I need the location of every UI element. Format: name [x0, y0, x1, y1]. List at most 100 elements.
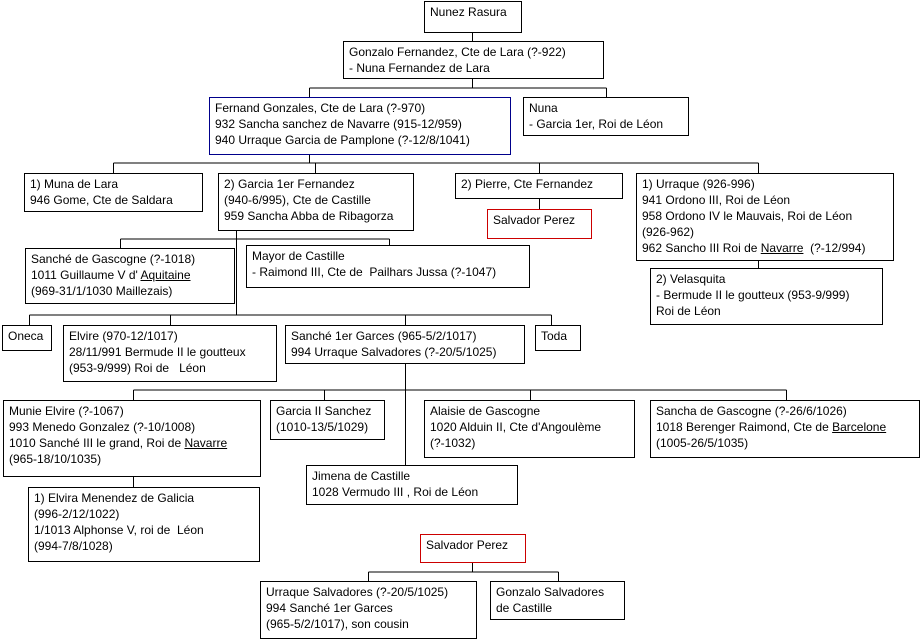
- person-text-line: 994 Sanché 1er Garces: [266, 600, 471, 616]
- person-text-line: (1010-13/5/1029): [276, 419, 379, 435]
- place-link[interactable]: Aquitaine: [140, 268, 191, 282]
- person-text: 993 Menedo Gonzalez (?-10/1008): [9, 420, 196, 434]
- person-salvador-perez-1[interactable]: Salvador Perez: [487, 209, 592, 239]
- person-text: - Nuna Fernandez de Lara: [349, 61, 490, 75]
- person-text: 1010 Sanché III le grand, Roi de: [9, 436, 185, 450]
- person-elvire[interactable]: Elvire (970-12/1017)28/11/991 Bermude II…: [63, 325, 277, 382]
- person-urraque[interactable]: 1) Urraque (926-996)941 Ordono III, Roi …: [636, 173, 894, 261]
- person-text: (926-962): [642, 225, 695, 239]
- person-text-line: Sanché de Gascogne (?-1018): [31, 251, 229, 267]
- person-text-line: 946 Gome, Cte de Saldara: [30, 192, 197, 208]
- person-pierre-cte-fernandez[interactable]: 2) Pierre, Cte Fernandez: [455, 173, 623, 199]
- person-text: 1011 Guillaume V d': [31, 268, 141, 282]
- person-fernand-gonzales[interactable]: Fernand Gonzales, Cte de Lara (?-970)932…: [209, 97, 511, 155]
- place-link[interactable]: Barcelone: [832, 420, 887, 434]
- person-text-line: 1010 Sanché III le grand, Roi de Navarre: [9, 435, 255, 451]
- person-text: Nunez Rasura: [430, 5, 507, 19]
- place-link[interactable]: Navarre: [184, 436, 228, 450]
- person-text-line: (1005-26/5/1035): [656, 435, 914, 451]
- person-text-line: Urraque Salvadores (?-20/5/1025): [266, 584, 471, 600]
- person-text: Alaisie de Gascogne: [430, 404, 541, 418]
- person-text: 28/11/991 Bermude II le goutteux: [69, 345, 246, 359]
- person-text-line: Munie Elvire (?-1067): [9, 403, 255, 419]
- person-text-line: 941 Ordono III, Roi de Léon: [642, 192, 888, 208]
- person-text: 2) Pierre, Cte Fernandez: [461, 177, 594, 191]
- person-text: Sancha de Gascogne (?-26/6/1026): [656, 404, 847, 418]
- person-gonzalo-fernandez[interactable]: Gonzalo Fernandez, Cte de Lara (?-922) - …: [343, 41, 604, 79]
- person-text-line: 2) Pierre, Cte Fernandez: [461, 176, 617, 192]
- person-text: 1) Elvira Menendez de Galicia: [34, 491, 195, 505]
- person-urraque-salvadores[interactable]: Urraque Salvadores (?-20/5/1025)994 Sanc…: [260, 581, 477, 639]
- person-text: (996-2/12/1022): [34, 507, 120, 521]
- person-text: Oneca: [8, 329, 44, 343]
- person-text: (965-5/2/1017), son cousin: [266, 617, 409, 631]
- person-salvador-perez-2[interactable]: Salvador Perez: [420, 534, 526, 563]
- person-text-line: 1020 Alduin II, Cte d'Angoulème: [430, 419, 629, 435]
- person-elvira-menendez[interactable]: 1) Elvira Menendez de Galicia (996-2/12/1…: [28, 487, 260, 562]
- person-text-line: 1028 Vermudo III , Roi de Léon: [312, 484, 512, 500]
- person-text: 1018 Berenger Raimond, Cte de: [656, 420, 833, 434]
- person-text-line: 962 Sancho III Roi de Navarre (?-12/994): [642, 240, 888, 256]
- person-text-line: 994 Urraque Salvadores (?-20/5/1025): [291, 344, 519, 360]
- person-text-line: 2) Garcia 1er Fernandez: [224, 176, 408, 192]
- person-text: (994-7/8/1028): [34, 539, 113, 553]
- person-munie-elvire[interactable]: Munie Elvire (?-1067) 993 Menedo Gonzalez…: [3, 400, 261, 477]
- person-text: (1010-13/5/1029): [276, 420, 369, 434]
- person-text: de Castille: [496, 601, 553, 615]
- person-text-line: (940-6/995), Cte de Castille: [224, 192, 408, 208]
- person-nuna[interactable]: Nuna- Garcia 1er, Roi de Léon: [523, 97, 689, 136]
- person-garcia-ii-sanchez[interactable]: Garcia II Sanchez (1010-13/5/1029): [270, 400, 385, 440]
- person-text: Toda: [541, 329, 568, 343]
- person-sanche-1er-garces[interactable]: Sanché 1er Garces (965-5/2/1017)994 Urra…: [285, 325, 525, 364]
- person-text-line: Toda: [541, 328, 575, 344]
- person-velasquita[interactable]: 2) Velasquita- Bermude II le goutteux (9…: [650, 268, 883, 325]
- person-text-line: (969-31/1/1030 Maillezais): [31, 283, 229, 299]
- person-sanche-de-gascogne[interactable]: Sanché de Gascogne (?-1018)1011 Guillaum…: [25, 248, 235, 304]
- connector-line: [368, 563, 559, 581]
- person-text: - Bermude II le goutteux (953-9/999): [656, 288, 850, 302]
- person-text: Munie Elvire (?-1067): [9, 404, 124, 418]
- person-text-line: Mayor de Castille: [252, 248, 524, 264]
- person-text-line: 2) Velasquita: [656, 271, 877, 287]
- person-text-line: Sancha de Gascogne (?-26/6/1026): [656, 403, 914, 419]
- person-text-line: 1011 Guillaume V d' Aquitaine: [31, 267, 229, 283]
- person-toda[interactable]: Toda: [535, 325, 581, 351]
- person-alaisie-de-gascogne[interactable]: Alaisie de Gascogne 1020 Alduin II, Cte d…: [424, 400, 635, 458]
- person-text-line: 993 Menedo Gonzalez (?-10/1008): [9, 419, 255, 435]
- person-text-line: 28/11/991 Bermude II le goutteux: [69, 344, 271, 360]
- person-text: Jimena de Castille: [312, 469, 411, 483]
- person-sancha-de-gascogne[interactable]: Sancha de Gascogne (?-26/6/1026) 1018 Ber…: [650, 400, 920, 458]
- place-link[interactable]: Navarre: [760, 241, 804, 255]
- person-text-line: (926-962): [642, 224, 888, 240]
- person-text: Gonzalo Fernandez, Cte de Lara (?-922): [349, 45, 566, 59]
- person-garcia-1er-fernandez[interactable]: 2) Garcia 1er Fernandez(940-6/995), Cte …: [218, 173, 414, 231]
- person-text: Garcia II Sanchez: [276, 404, 372, 418]
- person-text-line: Gonzalo Salvadores: [496, 584, 619, 600]
- person-text-line: Garcia II Sanchez: [276, 403, 379, 419]
- person-text-line: - Nuna Fernandez de Lara: [349, 60, 598, 76]
- person-text-line: - Garcia 1er, Roi de Léon: [529, 116, 683, 132]
- person-text: 959 Sancha Abba de Ribagorza: [224, 209, 394, 223]
- person-text-line: Oneca: [8, 328, 46, 344]
- person-text-line: Elvire (970-12/1017): [69, 328, 271, 344]
- person-nunez-rasura[interactable]: Nunez Rasura: [424, 1, 522, 33]
- person-text: Salvador Perez: [426, 538, 509, 552]
- person-text-line: Nuna: [529, 100, 683, 116]
- person-text: (?-12/994): [803, 241, 866, 255]
- person-text: Fernand Gonzales, Cte de Lara (?-970): [215, 101, 426, 115]
- person-text: (1005-26/5/1035): [656, 436, 749, 450]
- person-text: (?-1032): [430, 436, 476, 450]
- person-text-line: Alaisie de Gascogne: [430, 403, 629, 419]
- person-oneca[interactable]: Oneca: [2, 325, 52, 351]
- person-mayor-de-castille[interactable]: Mayor de Castille- Raimond III, Cte de P…: [246, 245, 530, 288]
- person-text-line: 958 Ordono IV le Mauvais, Roi de Léon: [642, 208, 888, 224]
- person-text-line: de Castille: [496, 600, 619, 616]
- person-text: Salvador Perez: [493, 213, 576, 227]
- person-text: Nuna: [529, 101, 558, 115]
- person-text: 1020 Alduin II, Cte d'Angoulème: [430, 420, 602, 434]
- person-text-line: 940 Urraque Garcia de Pamplone (?-12/8/1…: [215, 132, 505, 148]
